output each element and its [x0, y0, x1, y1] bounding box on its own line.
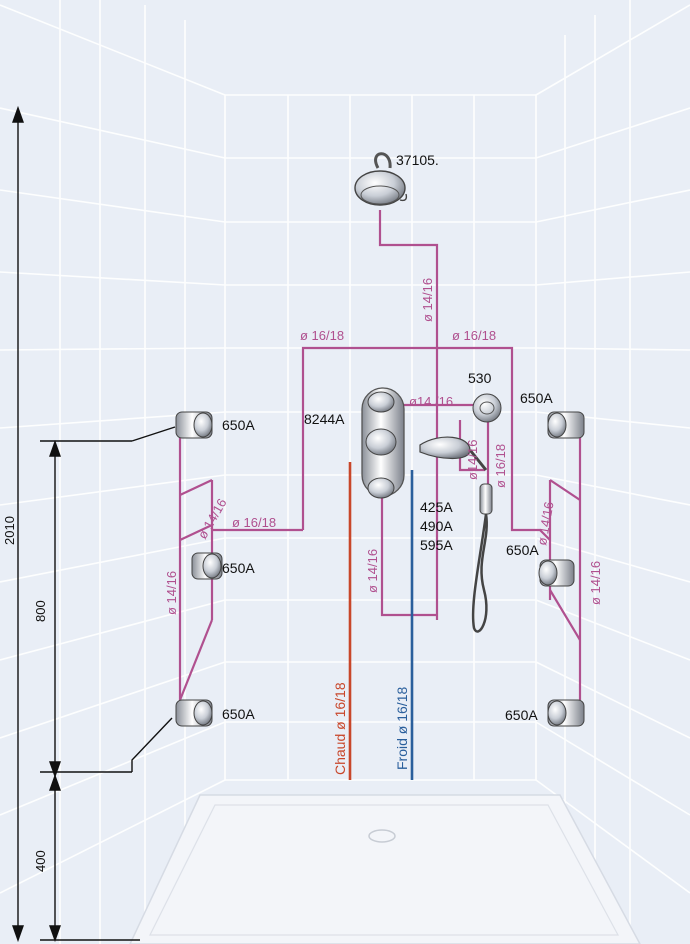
shower-tray: [129, 794, 641, 944]
label-pipe-cold: Froid ø 16/18: [394, 687, 410, 770]
body-jet-right-top-icon: [547, 411, 585, 439]
pipe-hand-shower-a: [458, 420, 485, 472]
pipe-top-riser: [378, 210, 439, 620]
label-jet-left-bottom: 650A: [222, 706, 255, 722]
dimension-jet-zone: 800: [33, 600, 48, 622]
label-valve: 8244A: [304, 411, 345, 427]
label-pipe-left-branch: ø 16/18: [232, 515, 276, 530]
pipe-right-diag-3: [549, 589, 581, 641]
pipe-right-diag-1: [549, 479, 581, 501]
dimension-lines: [12, 105, 176, 943]
label-hand-shower-3: 595A: [420, 537, 453, 553]
label-jet-right-mid: 650A: [506, 542, 539, 558]
pipe-valve-down: [380, 495, 437, 617]
label-pipe-valve-right: ø14 /16: [409, 394, 453, 409]
pipe-left-diag-1: [179, 479, 213, 496]
pipe-left-diag-3: [178, 619, 214, 701]
label-pipe-hand-shower-a: ø14/16: [465, 440, 480, 480]
body-jet-right-bottom-icon: [547, 699, 585, 727]
body-jet-right-mid-icon: [538, 559, 575, 587]
label-jet-left-mid: 650A: [222, 560, 255, 576]
label-shower-head: 37105.: [396, 152, 439, 168]
label-pipe-hot: Chaud ø 16/18: [332, 682, 348, 775]
label-pipe-left-vertical: ø 14/16: [164, 571, 179, 615]
thermostatic-valve-icon: [361, 387, 405, 499]
label-jet-left-top: 650A: [222, 417, 255, 433]
hand-shower-icon: [419, 436, 493, 633]
label-pipe-main-left: ø 16/18: [300, 328, 344, 343]
label-diverter: 530: [468, 370, 492, 386]
label-jet-right-bottom: 650A: [505, 707, 538, 723]
drain-icon: [368, 829, 396, 843]
label-hand-shower-2: 490A: [420, 518, 453, 534]
pipe-main-horizontal: [301, 346, 540, 532]
body-jet-left-top-icon: [175, 411, 213, 439]
label-hand-shower-1: 425A: [420, 499, 453, 515]
dimension-floor-to-jet: 400: [33, 850, 48, 872]
pipe-right-diag-2: [539, 529, 551, 541]
pipe-left-diag-2: [179, 524, 213, 541]
dimension-total-height: 2010: [2, 516, 17, 545]
body-jet-left-mid-icon: [191, 552, 223, 580]
label-pipe-top-riser: ø 14/16: [420, 278, 435, 322]
label-jet-right-top: 650A: [520, 390, 553, 406]
shower-head-icon: [354, 152, 408, 206]
label-pipe-main-right: ø 16/18: [452, 328, 496, 343]
label-pipe-valve-down: ø 14/16: [365, 549, 380, 593]
label-pipe-right-diag: ø 14/16: [534, 500, 556, 546]
label-pipe-right-vertical: ø 14/16: [588, 561, 603, 605]
label-pipe-hand-shower-b: ø 16/18: [493, 444, 508, 488]
body-jet-left-bottom-icon: [175, 699, 213, 727]
diverter-icon: [472, 393, 502, 423]
